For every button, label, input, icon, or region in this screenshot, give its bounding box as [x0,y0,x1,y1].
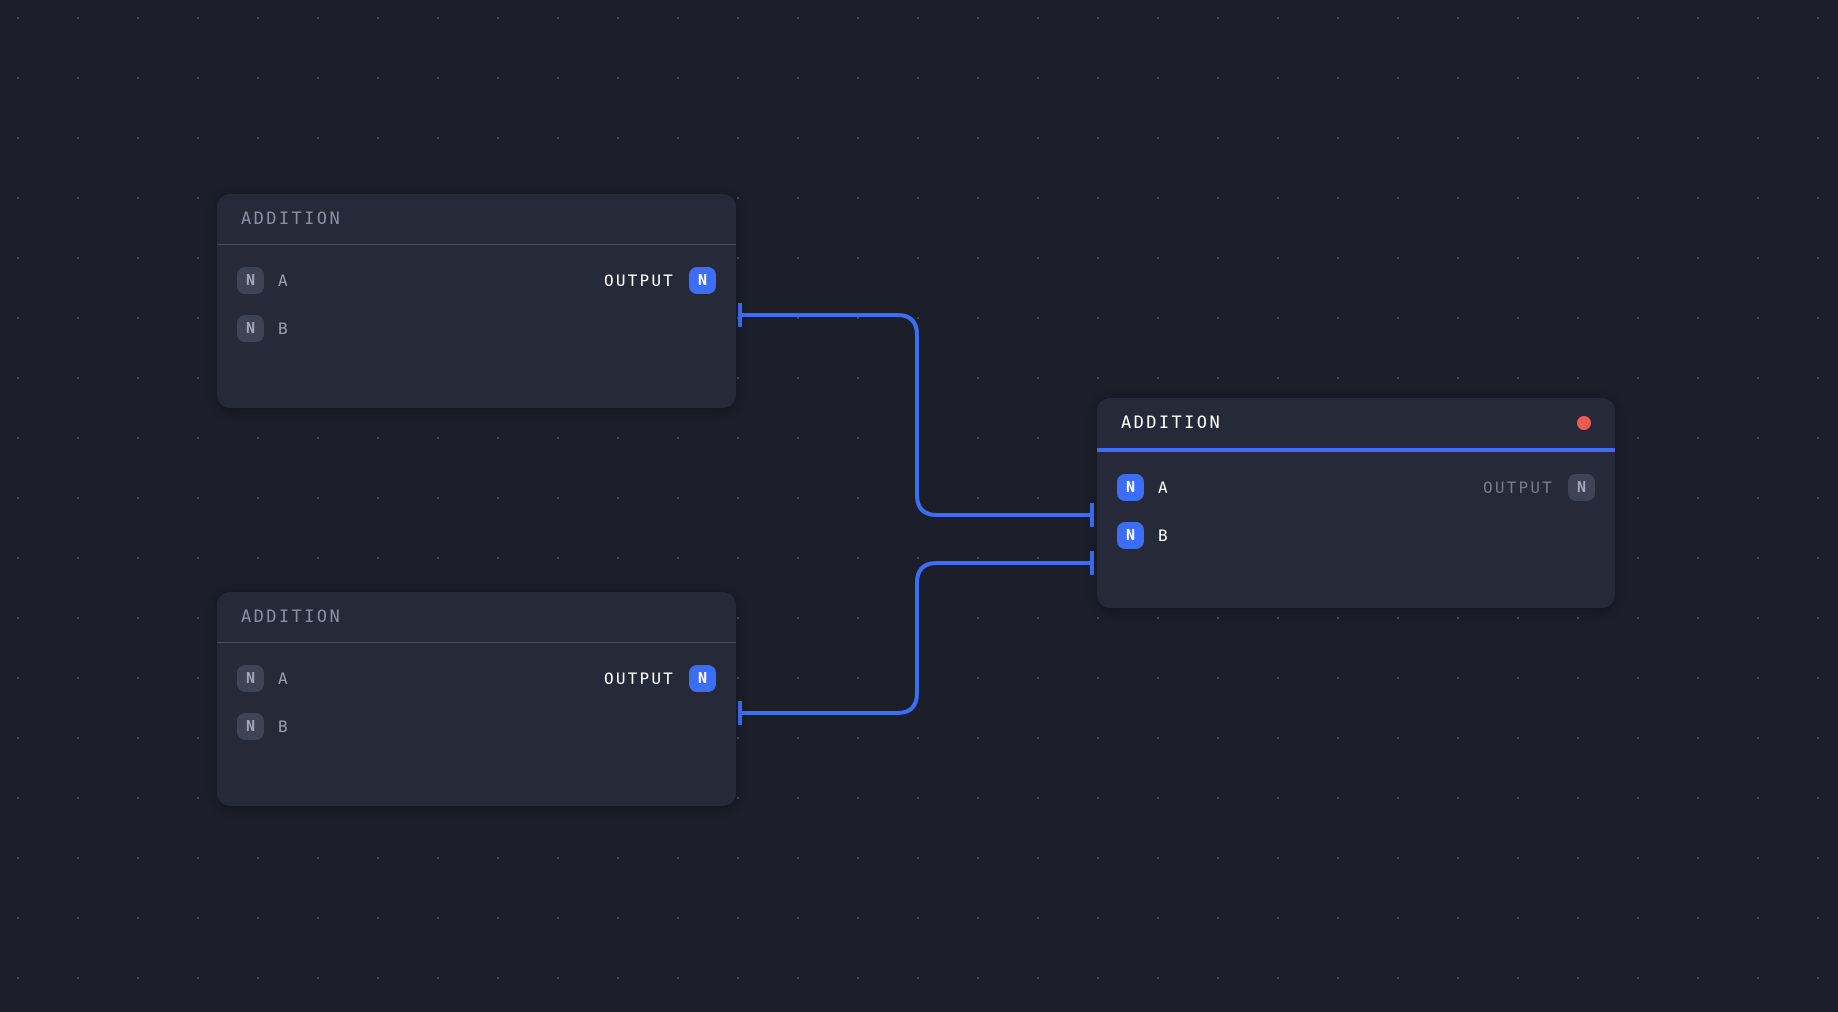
socket-icon[interactable]: N [237,266,264,294]
socket-icon[interactable]: N [1117,473,1144,501]
output-port-label: OUTPUT [1483,477,1554,497]
socket-icon[interactable]: N [237,314,264,342]
node-header[interactable]: ADDITION [217,194,736,244]
input-port-label: B [1158,525,1169,545]
graph-node-addition-3[interactable]: ADDITION N A N B OUTPUT N [1097,398,1615,608]
input-port-label: B [278,318,289,338]
output-port[interactable]: OUTPUT N [604,664,716,692]
output-port[interactable]: OUTPUT N [1483,473,1595,501]
output-port[interactable]: OUTPUT N [604,266,716,294]
socket-icon[interactable]: N [689,266,716,294]
edge-connection[interactable] [740,313,1092,517]
node-title: ADDITION [1121,413,1223,433]
node-divider [1097,448,1615,452]
output-port-label: OUTPUT [604,270,675,290]
socket-icon[interactable]: N [689,664,716,692]
node-body: N A N B OUTPUT N [217,643,736,789]
input-port-a[interactable]: N A [1097,473,1615,501]
graph-node-addition-2[interactable]: ADDITION N A N B OUTPUT N [217,592,736,806]
node-title: ADDITION [241,607,343,627]
node-header[interactable]: ADDITION [1097,398,1615,448]
input-port-label: A [1158,477,1169,497]
input-port-b[interactable]: N B [1097,521,1615,549]
node-body: N A N B OUTPUT N [217,245,736,391]
socket-icon[interactable]: N [237,664,264,692]
node-divider [217,244,736,245]
input-port-b[interactable]: N B [217,314,736,342]
input-port-label: A [278,270,289,290]
input-port-label: B [278,716,289,736]
input-port-b[interactable]: N B [217,712,736,740]
status-dot-icon [1577,416,1591,430]
graph-node-addition-1[interactable]: ADDITION N A N B OUTPUT N [217,194,736,408]
node-divider [217,642,736,643]
node-title: ADDITION [241,209,343,229]
input-port-a[interactable]: N A [217,664,736,692]
edge-connection[interactable] [740,561,1092,715]
output-port-label: OUTPUT [604,668,675,688]
input-port-a[interactable]: N A [217,266,736,294]
socket-icon[interactable]: N [1568,473,1595,501]
node-header[interactable]: ADDITION [217,592,736,642]
node-body: N A N B OUTPUT N [1097,452,1615,598]
socket-icon[interactable]: N [1117,521,1144,549]
socket-icon[interactable]: N [237,712,264,740]
input-port-label: A [278,668,289,688]
